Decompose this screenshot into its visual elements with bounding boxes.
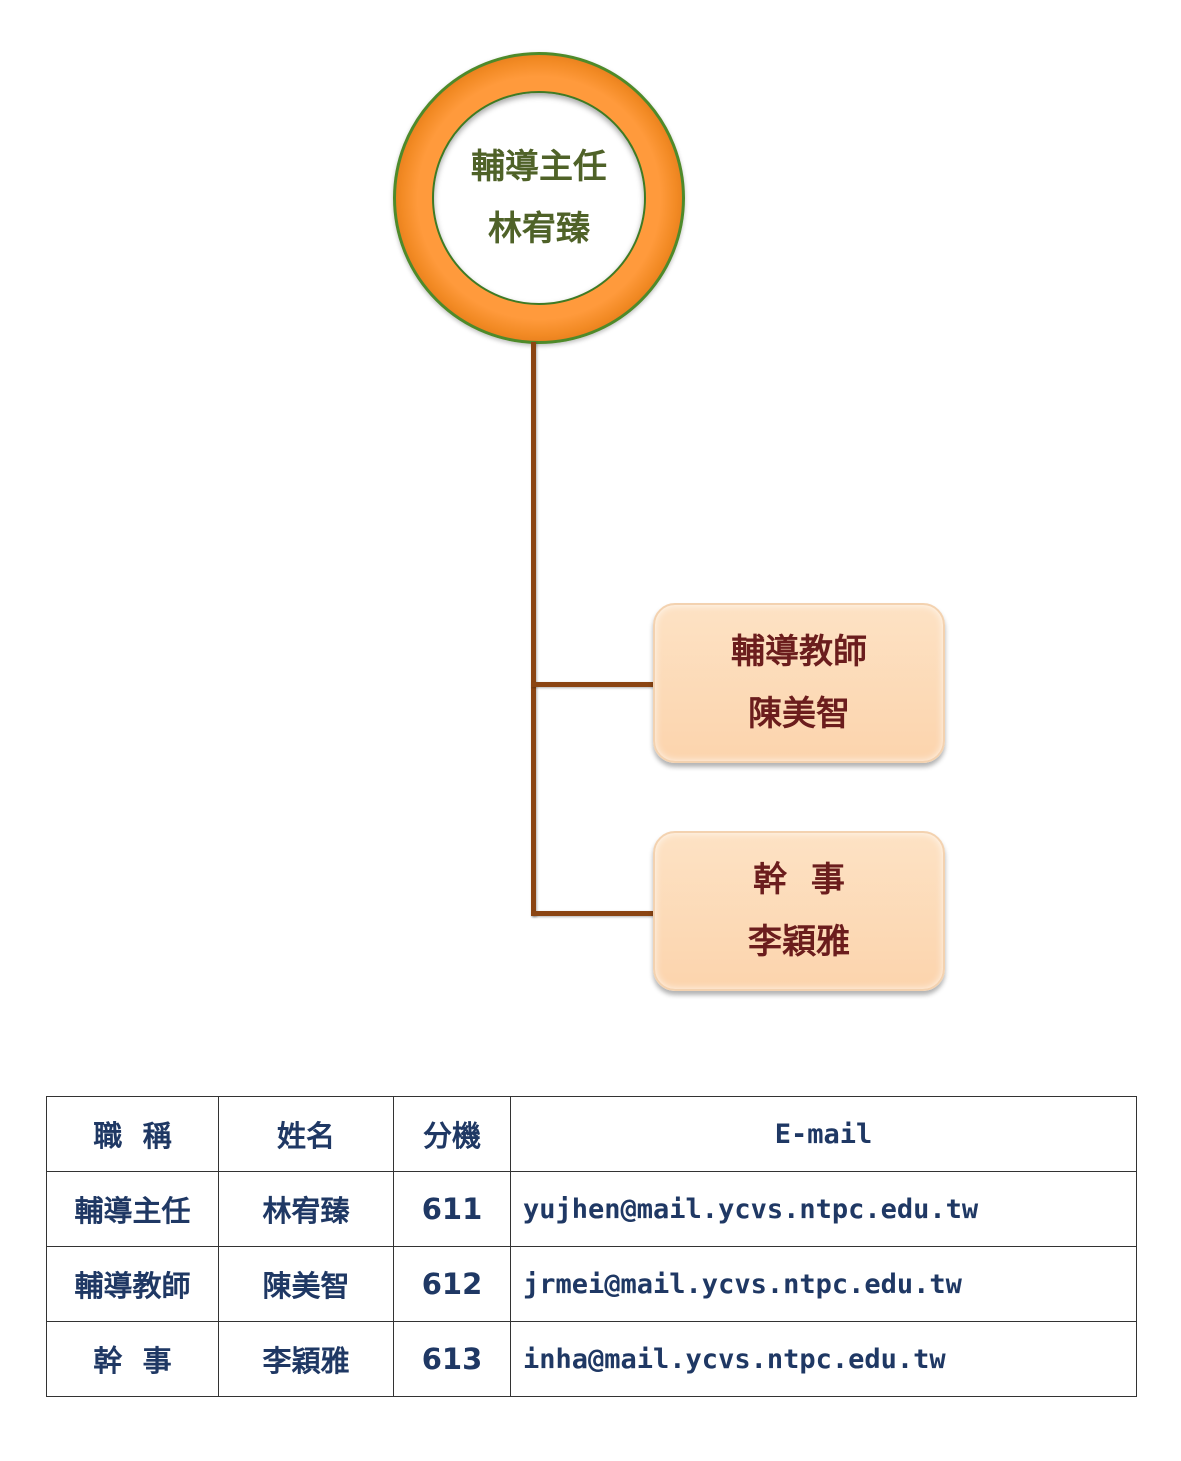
- table-row: 輔導主任 林宥臻 611 yujhen@mail.ycvs.ntpc.edu.t…: [46, 1171, 1137, 1247]
- cell-extension: 612: [393, 1246, 511, 1322]
- connector-branch-1: [531, 682, 655, 687]
- cell-email[interactable]: yujhen@mail.ycvs.ntpc.edu.tw: [510, 1171, 1137, 1247]
- cell-extension: 613: [393, 1321, 511, 1397]
- member-node: 輔導教師 陳美智: [653, 603, 945, 763]
- connector-branch-2: [531, 911, 655, 916]
- member-title: 輔導教師: [731, 632, 867, 672]
- cell-name: 李穎雅: [218, 1321, 394, 1397]
- member-title: 幹 事: [753, 860, 845, 900]
- head-node-inner: 輔導主任 林宥臻: [432, 91, 646, 305]
- cell-title: 輔導教師: [46, 1246, 219, 1322]
- cell-name: 林宥臻: [218, 1171, 394, 1247]
- cell-name: 陳美智: [218, 1246, 394, 1322]
- table-header-row: 職 稱 姓名 分機 E-mail: [46, 1096, 1137, 1172]
- head-name: 林宥臻: [488, 209, 590, 249]
- table-row: 幹 事 李穎雅 613 inha@mail.ycvs.ntpc.edu.tw: [46, 1321, 1137, 1397]
- connector-vertical: [531, 342, 536, 916]
- header-name: 姓名: [218, 1096, 394, 1172]
- cell-email[interactable]: jrmei@mail.ycvs.ntpc.edu.tw: [510, 1246, 1137, 1322]
- member-name: 陳美智: [748, 694, 850, 734]
- cell-extension: 611: [393, 1171, 511, 1247]
- contact-table: 職 稱 姓名 分機 E-mail 輔導主任 林宥臻 611 yujhen@mai…: [46, 1096, 1137, 1397]
- cell-title: 輔導主任: [46, 1171, 219, 1247]
- cell-email[interactable]: inha@mail.ycvs.ntpc.edu.tw: [510, 1321, 1137, 1397]
- member-name: 李穎雅: [748, 922, 850, 962]
- cell-title: 幹 事: [46, 1321, 219, 1397]
- header-email: E-mail: [510, 1096, 1137, 1172]
- head-title: 輔導主任: [471, 147, 607, 187]
- header-extension: 分機: [393, 1096, 511, 1172]
- header-title: 職 稱: [46, 1096, 219, 1172]
- head-node: 輔導主任 林宥臻: [393, 52, 685, 344]
- member-node: 幹 事 李穎雅: [653, 831, 945, 991]
- table-row: 輔導教師 陳美智 612 jrmei@mail.ycvs.ntpc.edu.tw: [46, 1246, 1137, 1322]
